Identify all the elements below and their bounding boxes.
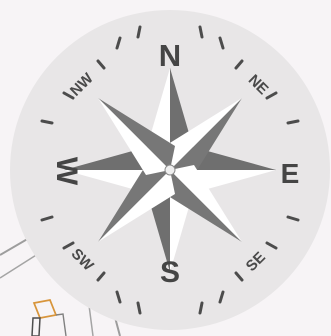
east-label: E xyxy=(281,158,300,189)
north-label: N xyxy=(159,38,181,73)
south-label: S xyxy=(160,256,180,289)
west-label: W xyxy=(50,157,83,186)
